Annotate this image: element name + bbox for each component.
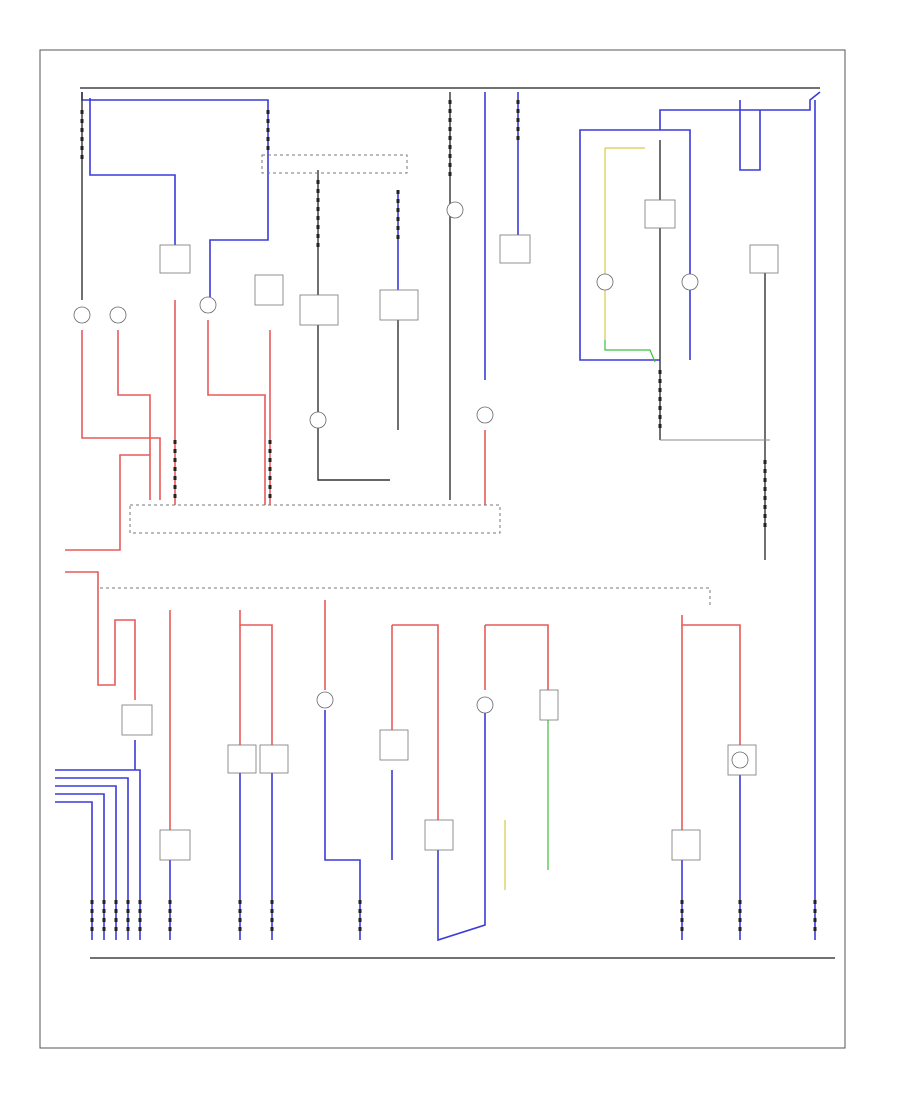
upper-components — [73, 199, 779, 429]
upper-dark-wires — [81, 92, 766, 560]
upper-connectors — [129, 154, 770, 534]
red-crossover-wire — [65, 454, 150, 551]
lower-red-wires — [169, 600, 741, 830]
red-feed-wire — [65, 571, 136, 700]
diagram-frame — [39, 49, 846, 1049]
lower-feed-bus — [100, 587, 711, 605]
green-wire-upper — [604, 340, 656, 363]
upper-blue-wires — [81, 91, 821, 940]
upper-red-wires — [81, 300, 486, 505]
yellow-wire-upper — [604, 147, 645, 340]
lower-components — [121, 689, 757, 861]
upper-terminal-segments — [80, 100, 767, 530]
lower-terminal-segments — [90, 900, 817, 935]
